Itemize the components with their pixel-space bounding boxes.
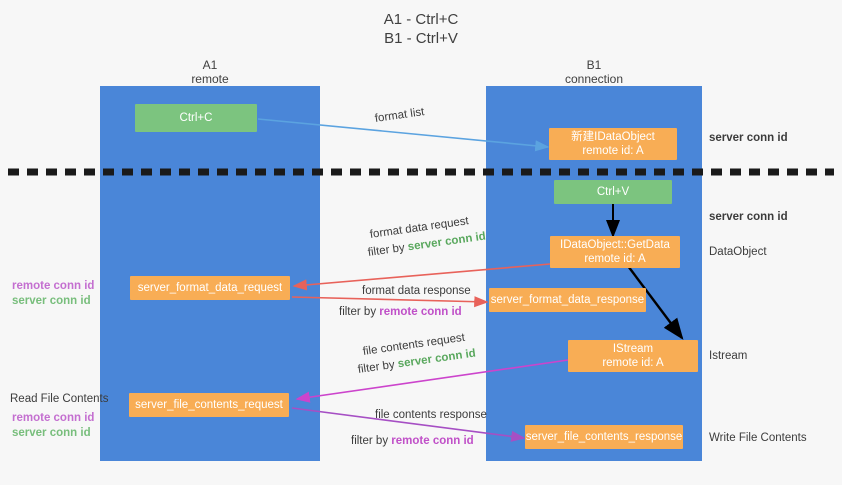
diagram-title: A1 - Ctrl+C B1 - Ctrl+V xyxy=(0,10,842,48)
node-server-format-data-request-label: server_format_data_request xyxy=(137,282,283,294)
node-istream[interactable]: IStream remote id: A xyxy=(568,340,698,372)
node-server-file-contents-response-label: server_file_contents_response xyxy=(525,431,683,443)
edge-label-file-contents-response-filter: filter by remote conn id xyxy=(351,434,474,449)
node-server-file-contents-request-label: server_file_contents_request xyxy=(135,399,283,411)
filter-prefix: filter by xyxy=(357,358,396,376)
right-annotation-server-conn-id-top: server conn id xyxy=(709,132,788,144)
right-annotation-write-file-contents: Write File Contents xyxy=(709,432,807,444)
lane-b1-title: B1 xyxy=(586,58,602,72)
left-annotation-file-contents-group: Read File Contents xyxy=(10,392,108,407)
node-getdata[interactable]: IDataObject::GetData remote id: A xyxy=(550,236,680,268)
filter-key-remote-conn-id: remote conn id xyxy=(391,435,474,447)
title-line-2: B1 - Ctrl+V xyxy=(384,30,458,47)
node-new-idataobject[interactable]: 新建IDataObject remote id: A xyxy=(549,128,677,160)
edge-label-format-data-response: format data response xyxy=(362,285,471,297)
node-new-idataobject-sublabel: remote id: A xyxy=(582,145,644,157)
lane-header-a1: A1 remote xyxy=(120,58,300,86)
node-istream-sublabel: remote id: A xyxy=(602,357,664,369)
node-new-idataobject-label: 新建IDataObject xyxy=(571,131,655,143)
left-annotation-file-filters: remote conn id server conn id xyxy=(12,411,94,441)
node-ctrl-c-label: Ctrl+C xyxy=(179,112,213,124)
node-server-format-data-request[interactable]: server_format_data_request xyxy=(130,276,290,300)
node-getdata-label: IDataObject::GetData xyxy=(560,239,670,251)
left-annotation-read-file-contents: Read File Contents xyxy=(10,393,109,405)
node-ctrl-v-label: Ctrl+V xyxy=(596,186,630,198)
node-getdata-sublabel: remote id: A xyxy=(584,253,646,265)
left-annotation-format-filters: remote conn id server conn id xyxy=(12,279,94,309)
lane-a1-subtitle: remote xyxy=(191,72,229,86)
filter-key-remote-conn-id: remote conn id xyxy=(379,306,462,318)
filter-prefix: filter by xyxy=(367,241,406,259)
node-server-file-contents-request[interactable]: server_file_contents_request xyxy=(129,393,289,417)
edge-label-format-list: format list xyxy=(374,106,426,125)
right-annotation-server-conn-id-second: server conn id xyxy=(709,211,788,223)
node-server-file-contents-response[interactable]: server_file_contents_response xyxy=(525,425,683,449)
left-annotation-file-server-conn-id: server conn id xyxy=(12,427,91,439)
edge-label-format-data-response-filter: filter by remote conn id xyxy=(339,305,462,320)
node-server-format-data-response-label: server_format_data_response xyxy=(490,294,645,306)
right-annotation-istream: Istream xyxy=(709,350,748,362)
right-annotation-dataobject: DataObject xyxy=(709,246,767,258)
edge-label-file-contents-response: file contents response xyxy=(375,409,487,421)
node-ctrl-v[interactable]: Ctrl+V xyxy=(554,180,672,204)
lane-header-b1: B1 connection xyxy=(504,58,684,86)
left-annotation-file-remote-conn-id: remote conn id xyxy=(12,412,95,424)
left-annotation-format-server-conn-id: server conn id xyxy=(12,295,91,307)
lane-b1-subtitle: connection xyxy=(564,72,624,86)
node-ctrl-c[interactable]: Ctrl+C xyxy=(135,104,257,132)
left-annotation-format-remote-conn-id: remote conn id xyxy=(12,280,95,292)
lane-a1-title: A1 xyxy=(202,58,218,72)
filter-prefix: filter by xyxy=(351,435,389,447)
node-server-format-data-response[interactable]: server_format_data_response xyxy=(489,288,646,312)
filter-prefix: filter by xyxy=(339,306,377,318)
title-line-1: A1 - Ctrl+C xyxy=(383,11,459,28)
node-istream-label: IStream xyxy=(612,343,654,355)
